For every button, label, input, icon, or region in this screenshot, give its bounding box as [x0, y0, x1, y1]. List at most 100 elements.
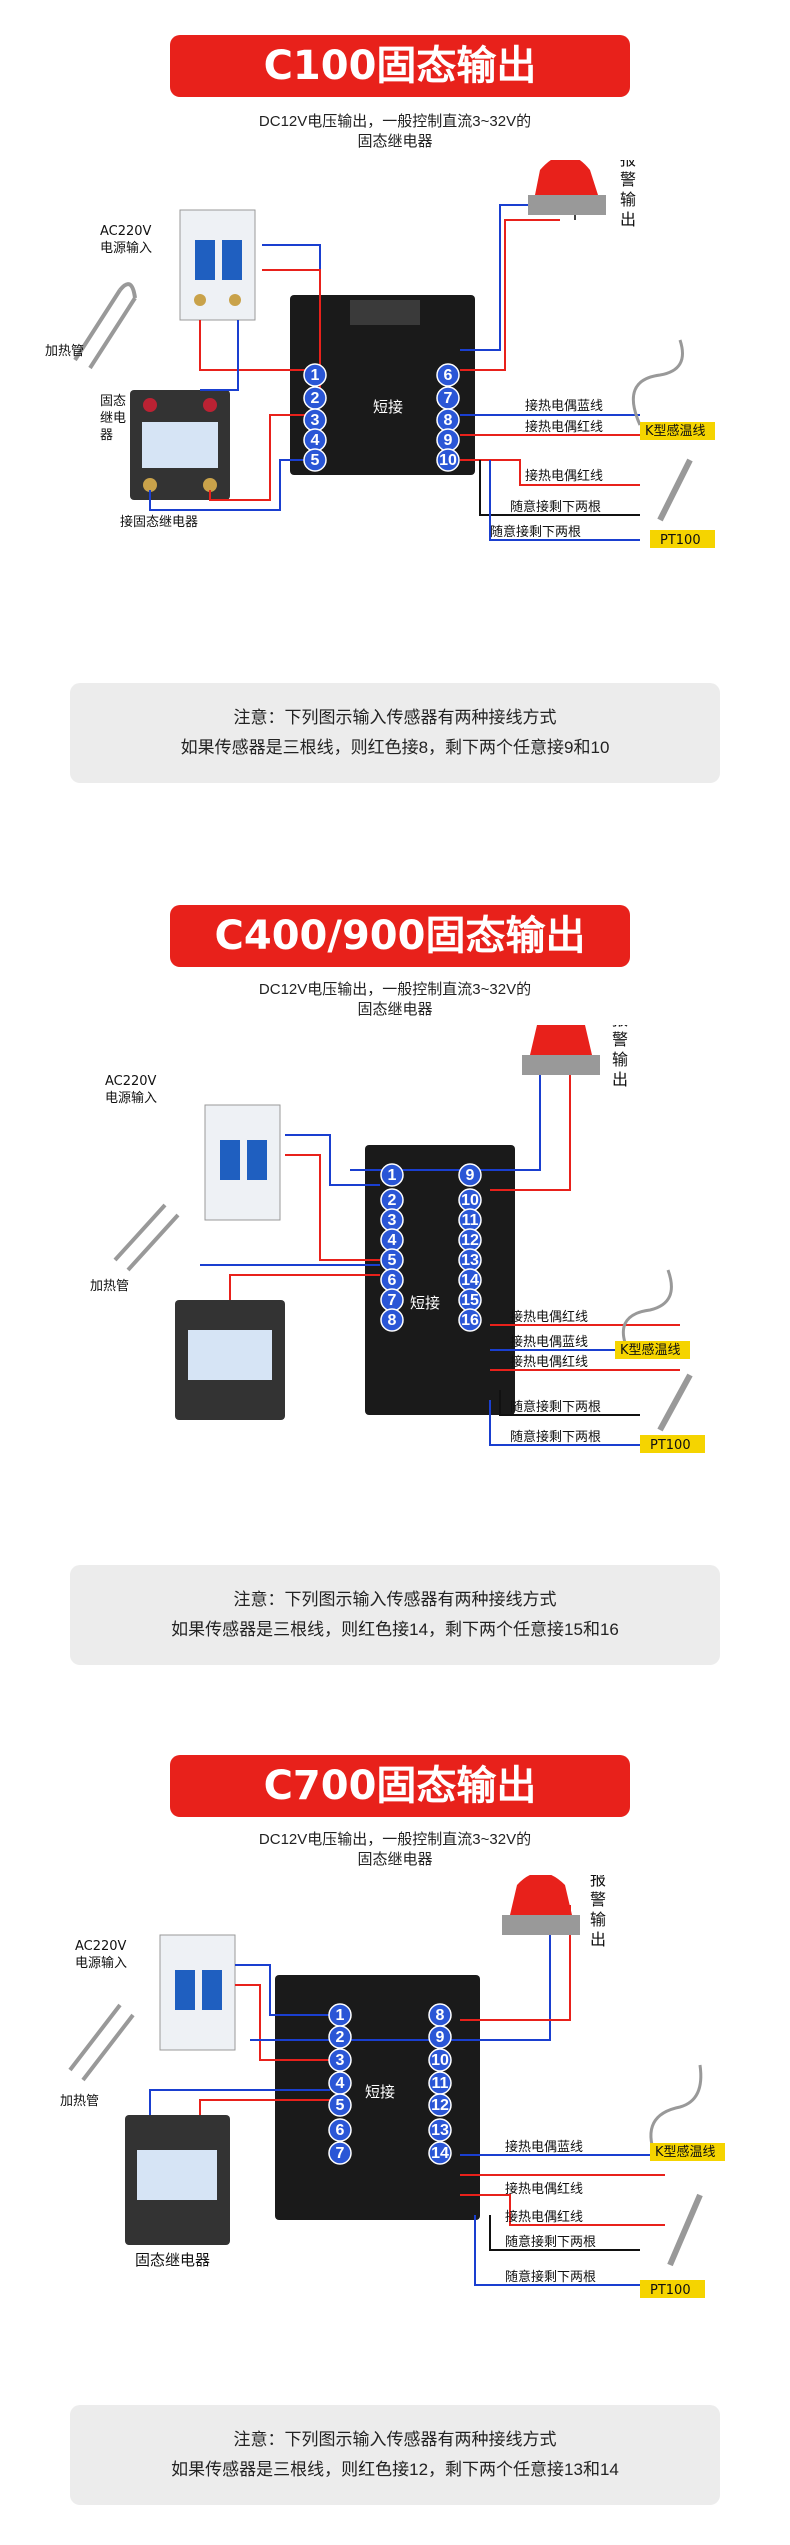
- terminal-10-label: 10: [431, 2052, 449, 2069]
- heater-icon: [73, 282, 137, 370]
- terminal-11-label: 11: [432, 2075, 449, 2092]
- ssr-label-1: 固态: [100, 394, 126, 409]
- terminal-2-label: 2: [388, 1192, 397, 1209]
- alarm-char-1: 报: [590, 1875, 606, 1889]
- note-line-1: 注意：下列图示输入传感器有两种接线方式: [233, 2430, 557, 2449]
- subtitle-line-2: 固态继电器: [357, 133, 433, 150]
- terminal-1-label: 1: [311, 367, 320, 384]
- terminal-3-label: 3: [336, 2052, 345, 2069]
- tc-red-label-2: 接热电偶红线: [505, 2209, 583, 2225]
- terminal-10-marker: [428, 2048, 452, 2072]
- section-c400-900: C400/900固态输出 DC12V电压输出，一般控制直流3~32V的 固态继电…: [0, 880, 790, 1700]
- alarm-char-4: 出: [620, 210, 636, 229]
- to-ssr-label: 接固态继电器: [120, 514, 198, 530]
- terminal-10-label: 10: [439, 452, 457, 469]
- terminal-8-label: 8: [436, 2007, 445, 2024]
- note-line-1: 注意：下列图示输入传感器有两种接线方式: [233, 1590, 557, 1609]
- note-box: 注意：下列图示输入传感器有两种接线方式 如果传感器是三根线，则红色接14，剩下两…: [70, 1565, 720, 1665]
- ssr-label-3: 器: [100, 428, 113, 443]
- any-label-2: 随意接剩下两根: [490, 524, 581, 540]
- terminal-13-label: 13: [431, 2122, 449, 2139]
- wiring-diagram-c400: AC220V 电源输入 加热管 短接: [90, 1025, 705, 1453]
- note-line-2: 如果传感器是三根线，则红色接12，剩下两个任意接13和14: [171, 2460, 619, 2479]
- terminal-5-label: 5: [336, 2097, 345, 2114]
- any-label-1: 随意接剩下两根: [510, 499, 601, 515]
- any-label-1: 随意接剩下两根: [510, 1399, 601, 1415]
- terminal-11-label: 11: [462, 1212, 479, 1229]
- alarm-char-3: 输: [612, 1050, 628, 1069]
- pt100-tag: PT100: [650, 1438, 691, 1453]
- subtitle-line-2: 固态继电器: [357, 1851, 433, 1868]
- note-line-1: 注意：下列图示输入传感器有两种接线方式: [233, 708, 557, 727]
- short-label: 短接: [373, 398, 403, 416]
- terminal-6-marker: [328, 2118, 352, 2142]
- ssr-label: 固态继电器: [135, 2251, 210, 2269]
- short-label: 短接: [410, 1294, 440, 1312]
- terminal-5-label: 5: [311, 452, 320, 469]
- terminal-12-label: 12: [461, 1232, 479, 1249]
- alarm-char-4: 出: [612, 1070, 628, 1089]
- alarm-char-2: 警: [590, 1890, 606, 1909]
- tc-red-label-2: 接热电偶红线: [525, 468, 603, 484]
- terminal-9-label: 9: [436, 2029, 445, 2046]
- section-c700: C700固态输出 DC12V电压输出，一般控制直流3~32V的 固态继电器 AC…: [0, 1750, 790, 2545]
- alarm-char-2: 警: [612, 1030, 628, 1049]
- tc-blue-label: 接热电偶蓝线: [510, 1334, 588, 1350]
- terminal-13-label: 13: [461, 1252, 479, 1269]
- terminal-6-label: 6: [336, 2122, 345, 2139]
- terminal-16-marker: [458, 1308, 482, 1332]
- terminal-8-label: 8: [444, 412, 453, 429]
- short-label: 短接: [365, 2083, 395, 2101]
- heater-icon: [113, 1203, 180, 1272]
- note-box: 注意：下列图示输入传感器有两种接线方式 如果传感器是三根线，则红色接12，剩下两…: [70, 2405, 720, 2505]
- alarm-char-2: 警: [620, 170, 636, 189]
- note-box: 注意：下列图示输入传感器有两种接线方式 如果传感器是三根线，则红色接8，剩下两个…: [70, 683, 720, 783]
- terminal-1-label: 1: [388, 1167, 397, 1184]
- heater-label: 加热管: [60, 2094, 99, 2109]
- section-title: C400/900固态输出: [170, 905, 630, 967]
- pt100-sensor-icon: [657, 1373, 693, 1432]
- section-c100: C100固态输出 DC12V电压输出，一般控制直流3~32V的 固态继电器 AC…: [0, 0, 790, 820]
- alarm-char-3: 输: [590, 1910, 606, 1929]
- terminal-10-label: 10: [461, 1192, 479, 1209]
- terminal-4-label: 4: [311, 432, 320, 449]
- terminal-3-label: 3: [388, 1212, 397, 1229]
- terminal-3-marker: [328, 2048, 352, 2072]
- terminal-5-marker: [328, 2093, 352, 2117]
- note-line-2: 如果传感器是三根线，则红色接14，剩下两个任意接15和16: [171, 1620, 619, 1639]
- terminal-7-label: 7: [444, 390, 453, 407]
- power-label-2: 电源输入: [75, 1955, 127, 1971]
- alarm-light-icon: [528, 160, 606, 215]
- any-label-1: 随意接剩下两根: [505, 2234, 596, 2250]
- terminal-3-label: 3: [311, 412, 320, 429]
- heater-label: 加热管: [45, 344, 84, 359]
- terminal-13-marker: [428, 2118, 452, 2142]
- tc-red-label-2: 接热电偶红线: [510, 1354, 588, 1370]
- terminal-9-marker: [458, 1163, 482, 1187]
- tc-blue-label: 接热电偶蓝线: [525, 398, 603, 414]
- k-sensor-tag: K型感温线: [655, 2144, 716, 2160]
- terminal-1-marker: [380, 1163, 404, 1187]
- heater-icon: [68, 2003, 135, 2082]
- section-title: C700固态输出: [170, 1755, 630, 1817]
- terminal-7-label: 7: [388, 1292, 397, 1309]
- terminal-9-label: 9: [444, 432, 453, 449]
- terminal-1-marker: [303, 363, 327, 387]
- terminal-14-label: 14: [431, 2145, 449, 2162]
- solid-state-relay-icon: [130, 390, 230, 500]
- k-sensor-tag: K型感温线: [620, 1342, 681, 1358]
- subtitle-line-1: DC12V电压输出，一般控制直流3~32V的: [258, 981, 532, 998]
- terminal-14-label: 14: [461, 1272, 479, 1289]
- power-label-2: 电源输入: [100, 240, 152, 256]
- note-line-2: 如果传感器是三根线，则红色接8，剩下两个任意接9和10: [180, 738, 610, 757]
- pt100-tag: PT100: [660, 533, 701, 548]
- terminal-1-label: 1: [336, 2007, 345, 2024]
- circuit-breaker-icon: [204, 1104, 281, 1221]
- pt100-tag: PT100: [650, 2283, 691, 2298]
- subtitle-line-1: DC12V电压输出，一般控制直流3~32V的: [258, 113, 532, 130]
- k-type-sensor-icon: [621, 1269, 673, 1356]
- terminal-4-label: 4: [388, 1232, 397, 1249]
- power-label: AC220V: [105, 1074, 157, 1089]
